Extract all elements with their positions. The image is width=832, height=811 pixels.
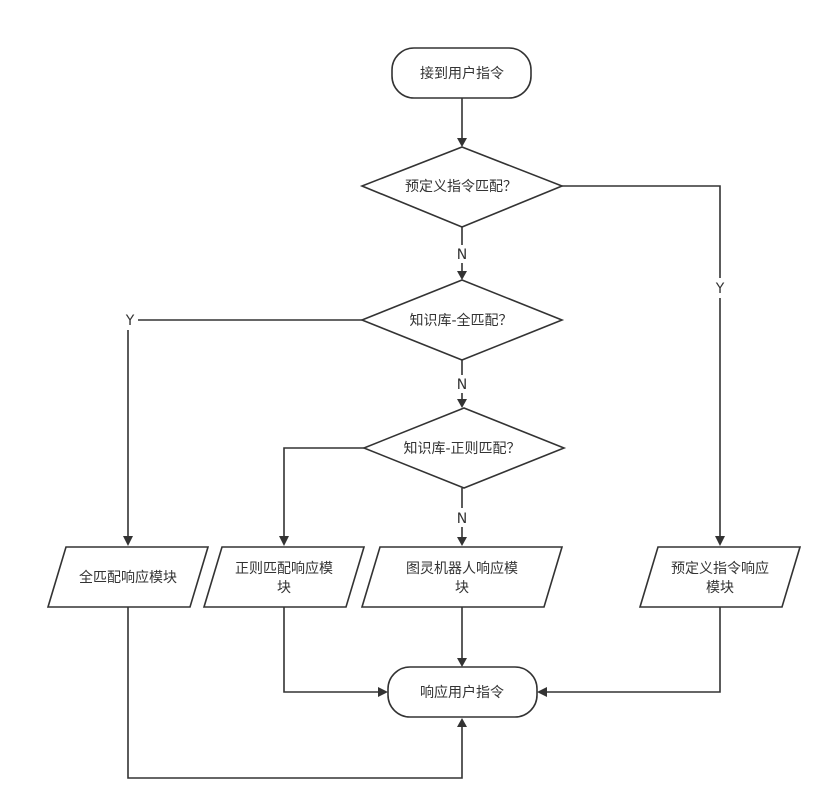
turing-label-line2: 块 xyxy=(455,580,469,596)
node-turing-module: 图灵机器人响应模 块 xyxy=(360,546,564,608)
arrowhead xyxy=(457,138,467,147)
arrowhead xyxy=(279,536,289,546)
regex-match-label-line1: 正则匹配响应模 xyxy=(235,560,333,577)
start-terminator xyxy=(391,47,532,99)
node-full-match-module: 全匹配响应模块 xyxy=(46,546,210,608)
node-predefined-decision: 预定义指令匹配？ xyxy=(359,146,565,228)
predefined-diamond xyxy=(359,146,565,228)
label-kb-full-no: N xyxy=(457,377,467,393)
turing-label-line1: 图灵机器人响应模 xyxy=(406,560,518,577)
node-kb-regex-decision: 知识库-正则匹配？ xyxy=(361,407,567,489)
regex-match-parallelogram xyxy=(202,546,366,608)
arrowhead xyxy=(457,658,467,667)
node-kb-full-decision: 知识库-全匹配？ xyxy=(359,279,565,361)
node-start: 接到用户指令 xyxy=(391,47,532,99)
arrowhead xyxy=(457,399,467,408)
kb-full-diamond xyxy=(359,279,565,361)
end-terminator xyxy=(387,666,538,718)
regex-match-label-line2: 块 xyxy=(277,580,291,596)
full-match-parallelogram xyxy=(46,546,210,608)
kb-regex-decision-label: 知识库-正则匹配？ xyxy=(403,440,520,457)
predefined-module-label-line2: 模块 xyxy=(706,580,734,596)
kb-regex-diamond xyxy=(361,407,567,489)
edges xyxy=(123,98,725,779)
arrowhead xyxy=(457,271,467,280)
predefined-decision-label: 预定义指令匹配？ xyxy=(405,179,517,195)
edge-predefined-to-end xyxy=(547,607,721,693)
full-match-label: 全匹配响应模块 xyxy=(79,569,177,586)
predefined-module-label-line1: 预定义指令响应 xyxy=(671,560,769,577)
edge-labels: N Y Y N N xyxy=(125,247,725,527)
node-regex-match-module: 正则匹配响应模 块 xyxy=(202,546,366,608)
arrowhead xyxy=(457,537,467,546)
arrowhead xyxy=(537,687,547,697)
arrowhead xyxy=(715,536,725,546)
label-predefined-yes: Y xyxy=(715,281,725,297)
edge-kb-full-yes xyxy=(127,319,362,536)
label-kb-regex-no: N xyxy=(457,511,467,527)
arrowhead xyxy=(378,687,388,697)
edge-regex-to-end xyxy=(283,607,378,693)
label-predefined-no: N xyxy=(457,247,467,263)
arrowhead xyxy=(457,718,467,727)
edge-full-to-end xyxy=(127,607,463,779)
arrowhead xyxy=(123,536,133,546)
predefined-module-parallelogram xyxy=(638,546,802,608)
node-end: 响应用户指令 xyxy=(387,666,538,718)
edge-kb-regex-yes xyxy=(283,447,364,536)
node-predefined-module: 预定义指令响应 模块 xyxy=(638,546,802,608)
label-kb-full-yes: Y xyxy=(125,313,135,329)
edge-predefined-yes xyxy=(562,185,721,536)
kb-full-decision-label: 知识库-全匹配？ xyxy=(409,312,512,329)
turing-parallelogram xyxy=(360,546,564,608)
end-label: 响应用户指令 xyxy=(420,684,504,701)
start-label: 接到用户指令 xyxy=(420,65,504,82)
